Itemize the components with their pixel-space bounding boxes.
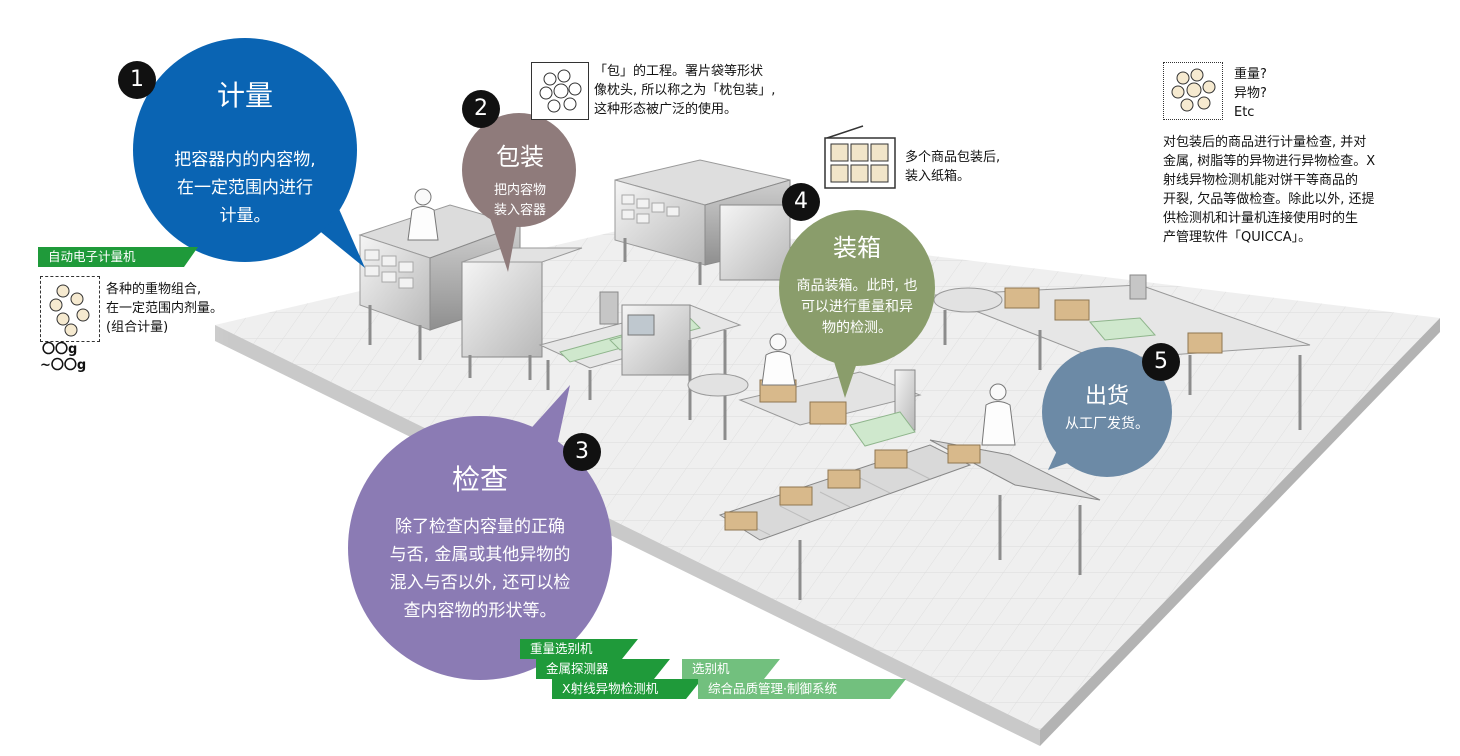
- shipping-conveyor: [718, 383, 1101, 600]
- step-3-number: 3: [563, 433, 601, 471]
- pillow-pack-icon: [531, 62, 589, 120]
- step-2-title: 包装: [496, 143, 544, 171]
- step-5-desc: 从工厂发货。: [1065, 416, 1149, 432]
- step-5-number: 5: [1142, 343, 1180, 381]
- product-tag-xray-inspection[interactable]: X射线异物检测机: [552, 679, 702, 699]
- combination-weigh-note: 各种的重物组合,在一定范围内剂量。(组合计量): [106, 282, 224, 335]
- product-tag-checkweigher[interactable]: 重量选别机: [520, 639, 638, 659]
- product-tag-sorter[interactable]: 选别机: [682, 659, 780, 679]
- step2-bubble: [462, 113, 576, 227]
- step-2-desc: 把内容物装入容器: [493, 183, 546, 218]
- step-5-title: 出货: [1084, 384, 1129, 409]
- step-1-desc: 把容器内的内容物,在一定范围内进行计量。: [174, 150, 316, 226]
- packaging-machine: [614, 159, 791, 285]
- product-tag-quality-management[interactable]: 综合品质管理·制御系统: [698, 679, 906, 699]
- inspection-line: [538, 291, 749, 440]
- combination-weigh-icon: [40, 276, 100, 342]
- weight-range-label: 〇〇g~〇〇g: [40, 342, 87, 373]
- case-packing-area: [738, 333, 922, 447]
- step-2-number: 2: [462, 90, 500, 128]
- inspection-pack-icon: [1163, 62, 1223, 120]
- step3-bubble: [348, 416, 612, 680]
- step-1-number: 1: [118, 61, 156, 99]
- product-tag-auto-weigher[interactable]: 自动电子计量机: [38, 247, 198, 267]
- combination-weigher-machine: [358, 188, 583, 380]
- case-box-note: 多个商品包装后,装入纸箱。: [905, 150, 1001, 184]
- step-3-desc: 除了检查内容量的正确与否, 金属或其他异物的混入与否以外, 还可以检查内容物的形…: [389, 517, 571, 621]
- step-4-number: 4: [782, 183, 820, 221]
- step-4-title: 装箱: [833, 234, 881, 262]
- case-box-icon: [823, 124, 897, 190]
- step-1-title: 计量: [216, 79, 273, 112]
- step-4-desc: 商品装箱。此时, 也可以进行重量和异物的检测。: [796, 278, 918, 336]
- step-3-title: 检查: [451, 463, 508, 496]
- step4-bubble: [779, 210, 935, 366]
- step1-bubble: [133, 38, 357, 262]
- product-tag-metal-detector[interactable]: 金属探测器: [536, 659, 670, 679]
- inspection-question-note: 重量?异物?Etc: [1234, 67, 1267, 120]
- pillow-pack-note: 「包」的工程。署片袋等形状像枕头, 所以称之为「枕包装」,这种形态被广泛的使用。: [594, 64, 776, 117]
- step5-bubble: [1042, 347, 1172, 477]
- upper-conveyor-line: [933, 274, 1311, 430]
